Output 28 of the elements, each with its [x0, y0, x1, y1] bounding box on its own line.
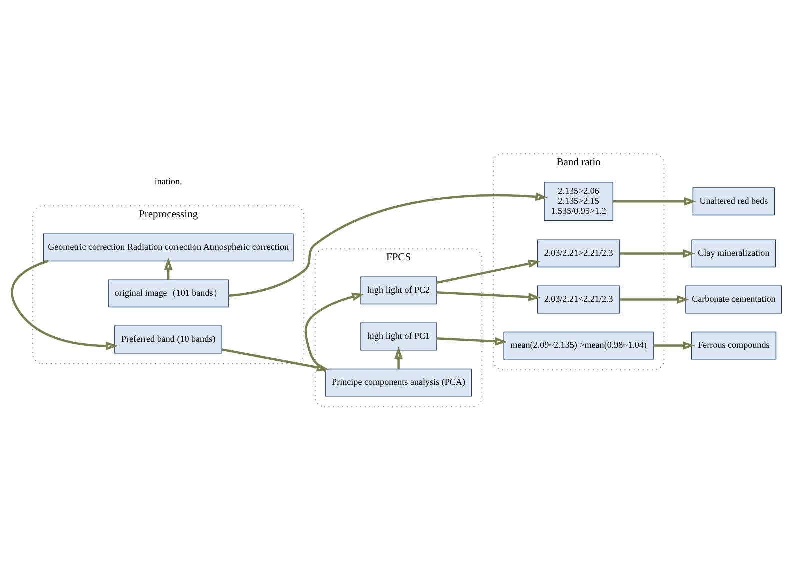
arrow — [394, 346, 404, 370]
node-box: mean(2.09~2.135) >mean(0.98~1.04) — [504, 332, 654, 360]
arrow — [613, 197, 696, 206]
arrow — [304, 292, 364, 372]
arrow — [11, 260, 118, 350]
arrow — [228, 192, 548, 298]
node-box: Ferrous compounds — [691, 332, 777, 360]
node-box: 2.135>2.06 2.135>2.15 1.535/0.95>1.2 — [544, 182, 614, 222]
arrow — [436, 337, 508, 346]
arrow — [222, 348, 330, 372]
node-box: Geometric correction Radiation correction Atmospheric correction — [43, 234, 294, 262]
node-box: original image（101 bands） — [108, 280, 229, 308]
node-box: Clay mineralization — [692, 240, 776, 268]
arrow — [164, 258, 173, 280]
node-box: high light of PC2 — [360, 276, 437, 305]
node-box: high light of PC1 — [360, 322, 437, 351]
arrow — [620, 296, 690, 304]
node-box: Carbonate cementation — [686, 286, 782, 314]
node-box: Preferred band (10 bands) — [114, 326, 223, 354]
arrow — [436, 260, 541, 284]
label: ination. — [154, 176, 182, 186]
node-box: Principe components analysis (PCA) — [326, 368, 472, 397]
arrow — [436, 291, 541, 302]
node-box: 2.03/2.21<2.21/2.3 — [537, 286, 620, 314]
node-box: 2.03/2.21>2.21/2.3 — [537, 240, 620, 268]
arrow — [654, 342, 696, 350]
arrow — [620, 249, 696, 258]
node-box: Unaltered red beds — [692, 188, 776, 216]
